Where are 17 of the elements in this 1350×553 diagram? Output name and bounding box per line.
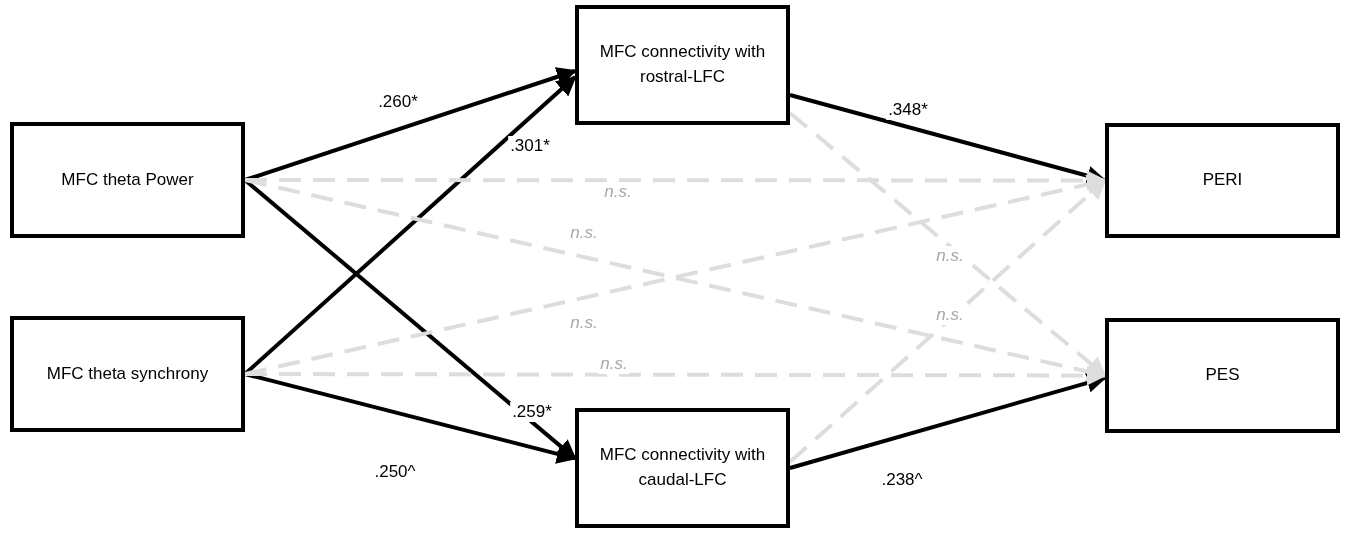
edge-label: .348*	[886, 100, 930, 120]
box-label: MFC connectivity with rostral-LFC	[598, 41, 767, 88]
variable-box	[575, 408, 790, 528]
variable-box	[10, 122, 245, 238]
arrow	[789, 373, 1107, 470]
edge-label: .259*	[510, 402, 554, 422]
dashed-arrow	[245, 365, 1107, 386]
box-label: MFC connectivity with caudal-LFC	[598, 444, 767, 491]
box-label: MFC theta synchrony	[46, 362, 209, 385]
dashed-arrow	[245, 170, 1107, 191]
box-label: PERI	[1202, 169, 1243, 192]
variable-box	[575, 5, 790, 125]
variable-box	[10, 316, 245, 432]
variable-box	[1105, 318, 1340, 433]
box-label: MFC theta Power	[61, 168, 194, 191]
box-label: PES	[1205, 364, 1240, 387]
variable-box	[1105, 123, 1340, 238]
